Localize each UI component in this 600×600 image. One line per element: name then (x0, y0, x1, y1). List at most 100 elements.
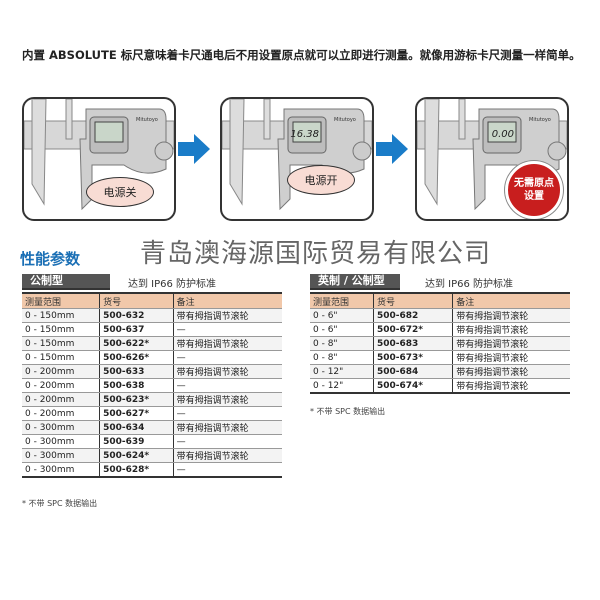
display-reading: 0.00 (492, 129, 514, 140)
table-cell: 500-672* (373, 322, 454, 337)
watermark: 青岛澳海源国际贸易有限公司 (140, 239, 492, 269)
column-header: 测量范围 (22, 293, 101, 309)
power-label: 电源关 (86, 177, 154, 207)
table-cell: 带有拇指调节滚轮 (173, 336, 282, 351)
table-cell: 500-682 (373, 308, 454, 323)
table-cell: 带有拇指调节滚轮 (173, 364, 282, 379)
table-cell: 0 - 200mm (22, 364, 101, 379)
table-cell: 0 - 150mm (22, 350, 101, 365)
caliper-panel-2: 16.38 Mitutoyo 电源开 (220, 97, 374, 221)
table-cell: 0 - 12" (310, 378, 374, 394)
table-cell: 0 - 200mm (22, 378, 101, 393)
caliper-panel-1: Mitutoyo 电源关 (22, 97, 176, 221)
caliper-illustration: 0.00 Mitutoyo (417, 99, 567, 211)
table-cell: — (173, 350, 282, 365)
column-header: 货号 (373, 293, 454, 309)
table-cell: 500-624* (99, 448, 174, 463)
table-cell: 0 - 300mm (22, 448, 101, 463)
table-cell: 0 - 8" (310, 336, 374, 351)
table-cell: 500-674* (373, 378, 454, 394)
table-cell: 500-683 (373, 336, 454, 351)
table-cell: 带有拇指调节滚轮 (452, 350, 570, 365)
table-cell: 0 - 300mm (22, 434, 101, 449)
brand-logo: Mitutoyo (136, 117, 158, 123)
table-cell: 0 - 6" (310, 308, 374, 323)
table-cell: 0 - 300mm (22, 462, 101, 478)
arrow-right-icon (178, 134, 210, 164)
table-cell: 500-626* (99, 350, 174, 365)
caliper-panel-3: 0.00 Mitutoyo 无需原点设置 (415, 97, 569, 221)
table-cell: 500-684 (373, 364, 454, 379)
table-row: 0 - 6"500-672*带有拇指调节滚轮 (310, 322, 570, 337)
table-row: 0 - 12"500-674*带有拇指调节滚轮 (310, 378, 570, 394)
table-row: 0 - 8"500-673*带有拇指调节滚轮 (310, 350, 570, 365)
metric-standard: 达到 IP66 防护标准 (128, 279, 217, 290)
inch-metric-standard: 达到 IP66 防护标准 (425, 279, 514, 290)
table-cell: 0 - 200mm (22, 392, 101, 407)
display-reading: 16.38 (290, 129, 319, 140)
column-header: 货号 (99, 293, 174, 309)
table-cell: 0 - 150mm (22, 308, 101, 323)
table-cell: — (173, 322, 282, 337)
table-cell: 0 - 150mm (22, 322, 101, 337)
table-cell: 500-628* (99, 462, 174, 478)
table-cell: 带有拇指调节滚轮 (452, 378, 570, 394)
table-cell: 带有拇指调节滚轮 (173, 392, 282, 407)
table-cell: 带有拇指调节滚轮 (173, 420, 282, 435)
power-label: 电源开 (287, 165, 355, 195)
table-cell: 0 - 12" (310, 364, 374, 379)
table-cell: 500-637 (99, 322, 174, 337)
column-header: 备注 (452, 293, 570, 309)
table-header: 测量范围货号备注 (22, 293, 282, 309)
table-cell: 500-633 (99, 364, 174, 379)
inch-metric-tag: 英制 / 公制型 (310, 274, 400, 290)
table-header: 测量范围货号备注 (310, 293, 570, 309)
table-cell: 500-622* (99, 336, 174, 351)
table-cell: 带有拇指调节滚轮 (452, 308, 570, 323)
brand-logo: Mitutoyo (334, 117, 356, 123)
metric-footnote: * 不带 SPC 数据输出 (22, 499, 98, 508)
intro-text: 内置 ABSOLUTE 标尺意味着卡尺通电后不用设置原点就可以立即进行测量。就像… (22, 48, 581, 62)
table-cell: 500-634 (99, 420, 174, 435)
table-cell: 0 - 8" (310, 350, 374, 365)
table-cell: 0 - 150mm (22, 336, 101, 351)
table-cell: 0 - 6" (310, 322, 374, 337)
table-cell: 带有拇指调节滚轮 (452, 336, 570, 351)
table-cell: 带有拇指调节滚轮 (173, 448, 282, 463)
table-cell: 带有拇指调节滚轮 (452, 322, 570, 337)
caliper-illustration: Mitutoyo (24, 99, 174, 211)
column-header: 测量范围 (310, 293, 374, 309)
column-header: 备注 (173, 293, 282, 309)
brand-logo: Mitutoyo (529, 117, 551, 123)
table-cell: 0 - 200mm (22, 406, 101, 421)
metric-tag: 公制型 (22, 274, 110, 290)
table-cell: 500-638 (99, 378, 174, 393)
inch-metric-footnote: * 不带 SPC 数据输出 (310, 407, 386, 416)
table-cell: 500-632 (99, 308, 174, 323)
section-title: 性能参数 (20, 250, 81, 268)
table-cell: 500-639 (99, 434, 174, 449)
table-cell: 500-627* (99, 406, 174, 421)
table-cell: 500-673* (373, 350, 454, 365)
table-cell: 0 - 300mm (22, 420, 101, 435)
table-cell: — (173, 434, 282, 449)
table-cell: 500-623* (99, 392, 174, 407)
badge-no-origin: 无需原点设置 (505, 161, 563, 219)
table-cell: 带有拇指调节滚轮 (173, 308, 282, 323)
table-cell: 带有拇指调节滚轮 (452, 364, 570, 379)
